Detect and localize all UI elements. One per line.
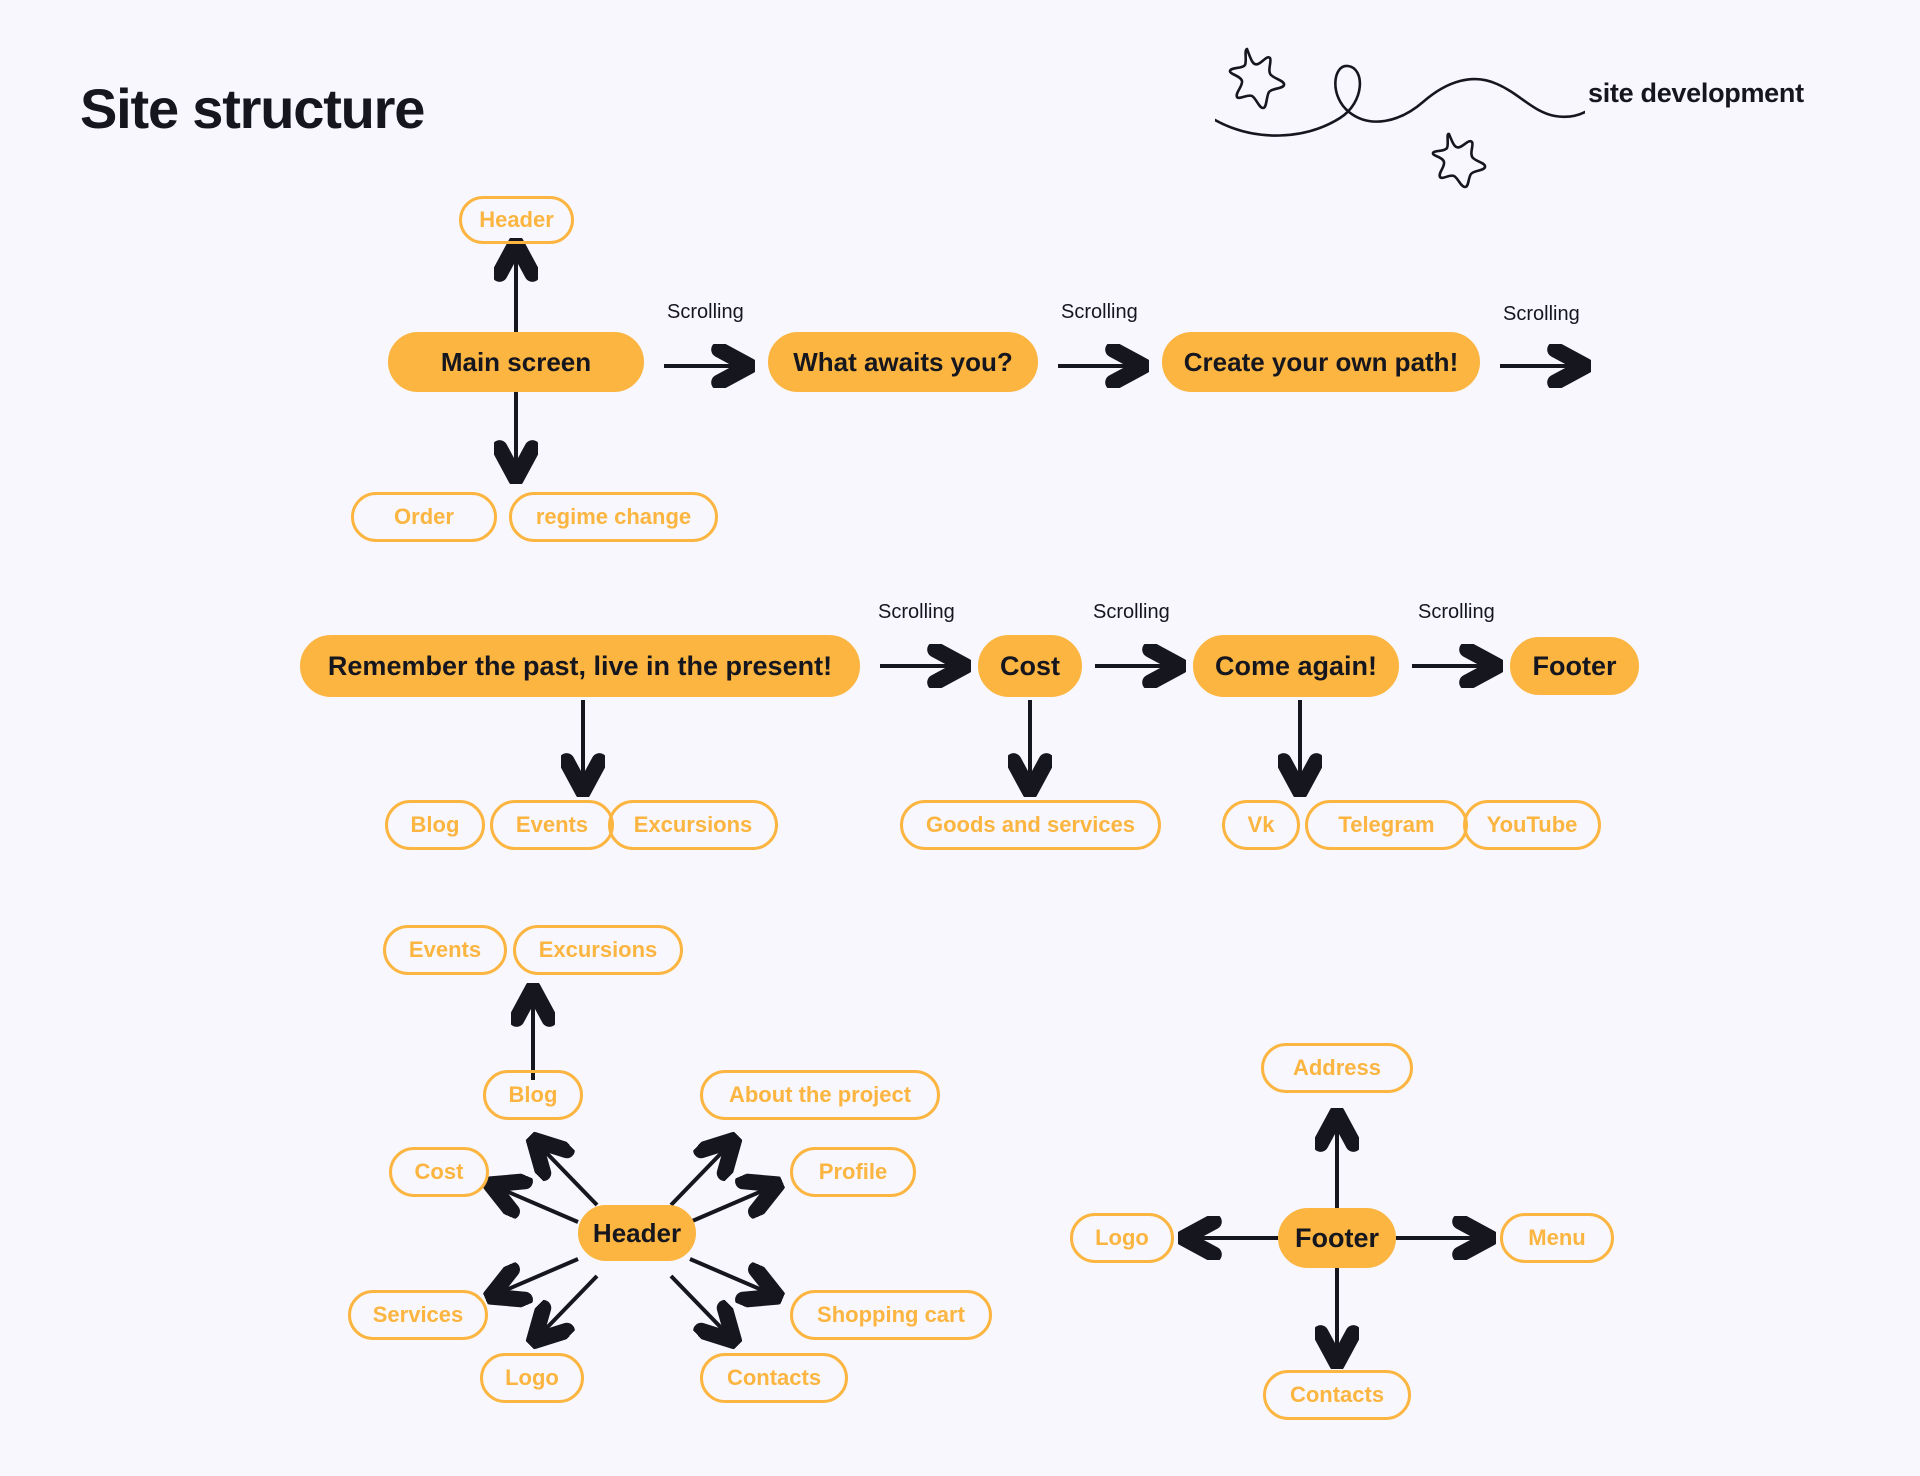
- node-label: Cost: [1000, 650, 1060, 681]
- node-label: Excursions: [538, 937, 658, 962]
- node-youtube[interactable]: YouTube: [1463, 800, 1601, 850]
- node-goods-and-services[interactable]: Goods and services: [900, 800, 1161, 850]
- node-label: Menu: [1528, 1225, 1586, 1250]
- edge-label-scrolling-3: Scrolling: [1503, 303, 1580, 325]
- node-label: Logo: [505, 1365, 559, 1390]
- node-telegram[interactable]: Telegram: [1305, 800, 1468, 850]
- node-create-your-own-path[interactable]: Create your own path!: [1162, 332, 1480, 392]
- node-label: Contacts: [726, 1365, 822, 1390]
- node-contacts-footer[interactable]: Contacts: [1263, 1370, 1411, 1420]
- page-title: Site structure: [80, 77, 425, 140]
- node-label: Footer: [1295, 1222, 1379, 1253]
- node-services[interactable]: Services: [348, 1290, 488, 1340]
- node-label: Main screen: [440, 346, 592, 377]
- node-cost-header[interactable]: Cost: [389, 1147, 489, 1197]
- node-label: Header: [592, 1217, 682, 1248]
- node-label: Services: [372, 1302, 464, 1327]
- edge-label-scrolling-4: Scrolling: [878, 601, 955, 623]
- node-what-awaits-you[interactable]: What awaits you?: [768, 332, 1038, 392]
- node-label: About the project: [728, 1082, 912, 1107]
- star-doodle-icon-2: [1431, 132, 1487, 189]
- node-vk[interactable]: Vk: [1222, 800, 1300, 850]
- node-events-row2[interactable]: Events: [490, 800, 614, 850]
- edge-label-scrolling-2: Scrolling: [1061, 301, 1138, 323]
- node-footer-center[interactable]: Footer: [1278, 1208, 1396, 1268]
- node-regime-change[interactable]: regime change: [509, 492, 718, 542]
- node-cost[interactable]: Cost: [978, 635, 1082, 697]
- node-excursions-header[interactable]: Excursions: [513, 925, 683, 975]
- node-label: regime change: [535, 504, 692, 529]
- node-logo-header[interactable]: Logo: [480, 1353, 584, 1403]
- node-blog-header[interactable]: Blog: [483, 1070, 583, 1120]
- node-label: What awaits you?: [793, 346, 1013, 377]
- node-contacts-header[interactable]: Contacts: [700, 1353, 848, 1403]
- node-label: Create your own path!: [1183, 346, 1459, 377]
- node-label: Remember the past, live in the present!: [327, 650, 833, 681]
- node-label: Come again!: [1214, 650, 1378, 681]
- node-label: Blog: [508, 1082, 558, 1107]
- node-remember-the-past[interactable]: Remember the past, live in the present!: [300, 635, 860, 697]
- node-label: Events: [515, 812, 589, 837]
- node-label: Cost: [414, 1159, 464, 1184]
- node-label: Order: [394, 504, 454, 529]
- node-label: Footer: [1532, 650, 1617, 681]
- node-main-screen[interactable]: Main screen: [388, 332, 644, 392]
- node-profile[interactable]: Profile: [790, 1147, 916, 1197]
- node-label: Shopping cart: [817, 1302, 965, 1327]
- edge-label-scrolling-5: Scrolling: [1093, 601, 1170, 623]
- edge-label-scrolling-6: Scrolling: [1418, 601, 1495, 623]
- node-address[interactable]: Address: [1261, 1043, 1413, 1093]
- node-label: Events: [408, 937, 482, 962]
- node-label: Goods and services: [925, 812, 1136, 837]
- node-label: Contacts: [1289, 1382, 1385, 1407]
- node-label: Logo: [1095, 1225, 1149, 1250]
- node-excursions-row2[interactable]: Excursions: [608, 800, 778, 850]
- node-label: Excursions: [633, 812, 753, 837]
- node-logo-footer[interactable]: Logo: [1070, 1213, 1174, 1263]
- node-come-again[interactable]: Come again!: [1193, 635, 1399, 697]
- node-footer-row2[interactable]: Footer: [1510, 637, 1639, 695]
- edge-label-scrolling-1: Scrolling: [667, 301, 744, 323]
- brand-tag: site development: [1588, 78, 1804, 108]
- node-shopping-cart[interactable]: Shopping cart: [790, 1290, 992, 1340]
- node-label: Vk: [1247, 812, 1275, 837]
- node-label: YouTube: [1486, 812, 1578, 837]
- node-label: Profile: [818, 1159, 888, 1184]
- star-doodle-icon: [1228, 47, 1286, 110]
- node-label: Header: [479, 207, 554, 232]
- node-label: Blog: [410, 812, 460, 837]
- node-header-center[interactable]: Header: [578, 1205, 696, 1261]
- node-about-the-project[interactable]: About the project: [700, 1070, 940, 1120]
- node-blog-row2[interactable]: Blog: [385, 800, 485, 850]
- node-order[interactable]: Order: [351, 492, 497, 542]
- squiggle-doodle-icon: [1215, 47, 1585, 137]
- node-label: Telegram: [1338, 812, 1435, 837]
- node-header-top[interactable]: Header: [459, 196, 574, 244]
- node-label: Address: [1292, 1055, 1382, 1080]
- node-menu[interactable]: Menu: [1500, 1213, 1614, 1263]
- node-events-header[interactable]: Events: [383, 925, 507, 975]
